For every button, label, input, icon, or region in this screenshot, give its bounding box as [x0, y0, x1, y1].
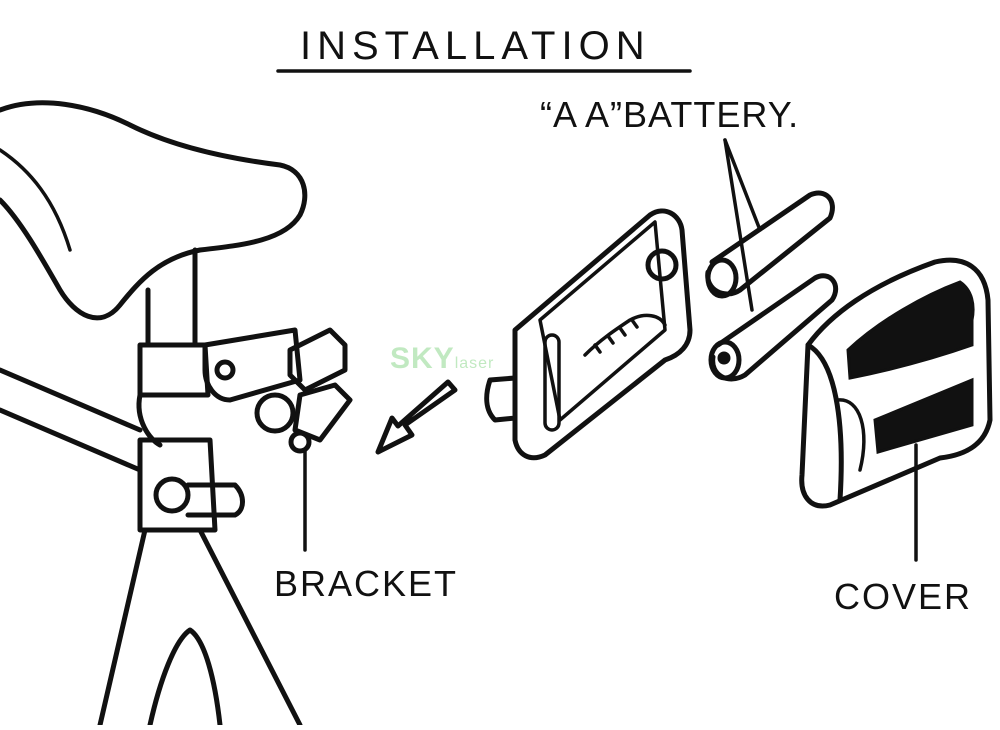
bracket-arm [202, 327, 303, 403]
bracket-clip [292, 382, 353, 443]
bicycle-saddle [0, 100, 308, 321]
lug-tab [185, 482, 245, 518]
bracket-bolt [214, 359, 236, 381]
clamp-curve [136, 392, 163, 448]
light-body [512, 208, 693, 461]
saddle-edge [0, 148, 72, 252]
battery-terminal [717, 351, 731, 365]
watermark-main: SKY [390, 342, 455, 375]
watermark: SKYlaser [390, 342, 494, 376]
install-arrow [375, 379, 458, 455]
battery-leader-2 [723, 138, 754, 312]
cover-front-edge [805, 342, 844, 503]
light-lens-back [484, 375, 518, 423]
cover-window-bottom [873, 377, 974, 454]
cover-window-top [846, 280, 975, 380]
bracket-pivot [288, 430, 312, 454]
battery-lower-end [708, 339, 742, 381]
lug-bolt [153, 476, 191, 514]
seat-stay-left [97, 527, 148, 728]
battery-label: “A A”BATTERY. [540, 94, 800, 135]
bracket-label: BRACKET [274, 563, 459, 604]
top-tube-lower [0, 407, 143, 473]
terminal-cap [645, 248, 679, 282]
battery-leader-1 [723, 138, 762, 232]
watermark-sub: laser [454, 355, 495, 372]
cover-label: COVER [834, 576, 973, 617]
cover [799, 257, 993, 509]
seat-clamp [137, 342, 211, 398]
light-switch [543, 333, 561, 432]
rear-wheel-arch [147, 627, 223, 728]
battery-compartment [538, 220, 667, 422]
seat-stay-right [197, 527, 303, 728]
top-tube-upper [0, 367, 143, 433]
bracket-knob [254, 392, 296, 434]
battery-upper-end [705, 257, 739, 299]
spring-coils [593, 318, 639, 354]
seat-lug [137, 437, 218, 533]
spring-contact [583, 313, 667, 357]
cover-side-curve [836, 398, 866, 472]
bracket-head [287, 327, 348, 393]
title: INSTALLATION [300, 24, 651, 68]
